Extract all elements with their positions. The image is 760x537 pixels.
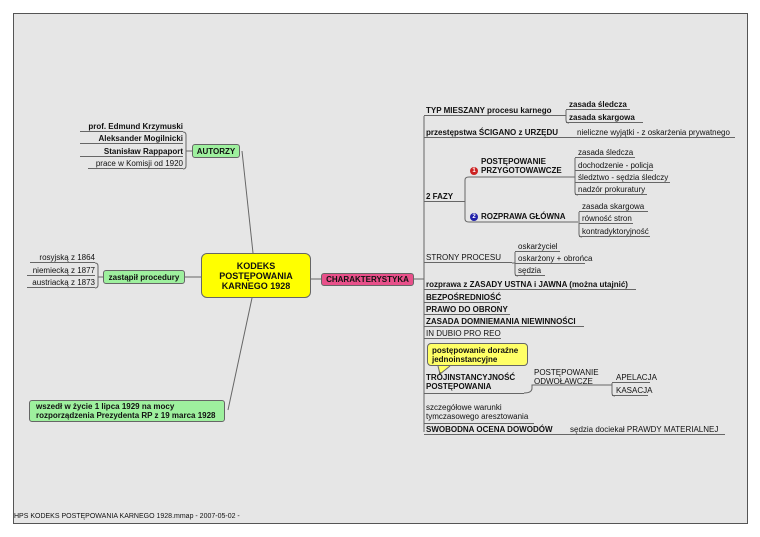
rg-item[interactable]: zasada skargowa — [579, 202, 648, 212]
map-canvas — [13, 13, 748, 524]
central-topic[interactable]: KODEKS POSTĘPOWANIA KARNEGO 1928 — [201, 253, 311, 298]
author-item[interactable]: Stanisław Rappaport — [80, 147, 183, 157]
topic-zastapil[interactable]: zastąpił procedury — [103, 270, 185, 284]
typ-mieszany[interactable]: TYP MIESZANY procesu karnego — [424, 106, 566, 116]
priority-2-icon: 2 — [470, 213, 478, 221]
rg-item[interactable]: równość stron — [579, 214, 633, 224]
topic-wszedl[interactable]: wszedł w życie 1 lipca 1929 na mocy rozp… — [29, 400, 225, 422]
areszt-warunki[interactable]: szczegółowe warunki tymczasowego areszto… — [424, 403, 534, 424]
domniemanie-niewinnosci[interactable]: ZASADA DOMNIEMANIA NIEWINNOŚCI — [424, 317, 584, 327]
author-item[interactable]: Aleksander Mogilnicki — [80, 134, 183, 144]
sciganie-z-urzedu[interactable]: przestępstwa ŚCIGANO z URZĘDU — [424, 128, 568, 138]
rozprawa-glowna[interactable]: ROZPRAWA GŁÓWNA — [481, 212, 566, 221]
dwie-fazy[interactable]: 2 FAZY — [424, 192, 465, 202]
typ-item[interactable]: zasada śledcza — [566, 100, 630, 110]
pp-item[interactable]: dochodzenie - policja — [575, 161, 653, 171]
author-item[interactable]: prace w Komisji od 1920 — [88, 159, 183, 169]
pp-item[interactable]: nadzór prokuratury — [575, 185, 647, 195]
strony-item[interactable]: oskarżyciel — [515, 242, 560, 252]
author-item[interactable]: prof. Edmund Krzymuski — [80, 122, 183, 132]
rozprawa-ustna-jawna[interactable]: rozprawa z ZASADY USTNA i JAWNA (można u… — [424, 280, 636, 290]
postepowanie-przygotowawcze[interactable]: POSTĘPOWANIE PRZYGOTOWAWCZE — [481, 157, 562, 175]
priority-1-icon: 1 — [470, 167, 478, 175]
footer-filename: HPS KODEKS POSTĘPOWANIA KARNEGO 1928.mma… — [14, 513, 240, 520]
pp-item[interactable]: zasada śledcza — [575, 148, 635, 158]
sciganie-note[interactable]: nieliczne wyjątki - z oskarżenia prywatn… — [568, 128, 735, 138]
strony-item[interactable]: oskarżony + obrońca — [515, 254, 593, 264]
rg-item[interactable]: kontradyktoryjność — [579, 227, 650, 237]
trojinstancyjnosc[interactable]: TRÓJINSTANCYJNOŚĆ POSTĘPOWANIA — [424, 373, 524, 394]
callout-dorazne[interactable]: postępowanie doraźne jednoinstancyjne — [427, 343, 528, 366]
pp-item[interactable]: śledztwo - sędzia śledczy — [575, 173, 670, 183]
procedure-item[interactable]: austriacką z 1873 — [27, 278, 95, 288]
strony-item[interactable]: sędzia — [515, 266, 545, 276]
postepowanie-odwolawcze[interactable]: POSTĘPOWANIE ODWOŁAWCZE — [534, 368, 599, 386]
procedure-item[interactable]: rosyjską z 1864 — [30, 253, 95, 263]
swobodna-note[interactable]: sędzia dociekał PRAWDY MATERIALNEJ — [564, 425, 725, 435]
in-dubio-pro-reo[interactable]: IN DUBIO PRO REO — [424, 329, 501, 339]
topic-charakterystyka[interactable]: CHARAKTERYSTYKA — [321, 273, 414, 286]
swobodna-ocena[interactable]: SWOBODNA OCENA DOWODÓW — [424, 425, 564, 435]
apelacja[interactable]: APELACJA — [612, 373, 657, 383]
kasacja[interactable]: KASACJA — [612, 386, 652, 396]
procedure-item[interactable]: niemiecką z 1877 — [27, 266, 95, 276]
bezposredniosc[interactable]: BEZPOŚREDNIOŚĆ — [424, 293, 502, 303]
prawo-do-obrony[interactable]: PRAWO DO OBRONY — [424, 305, 510, 315]
topic-autorzy[interactable]: AUTORZY — [192, 144, 240, 158]
typ-item[interactable]: zasada skargowa — [566, 113, 643, 123]
strony-procesu[interactable]: STRONY PROCESU — [424, 253, 512, 263]
